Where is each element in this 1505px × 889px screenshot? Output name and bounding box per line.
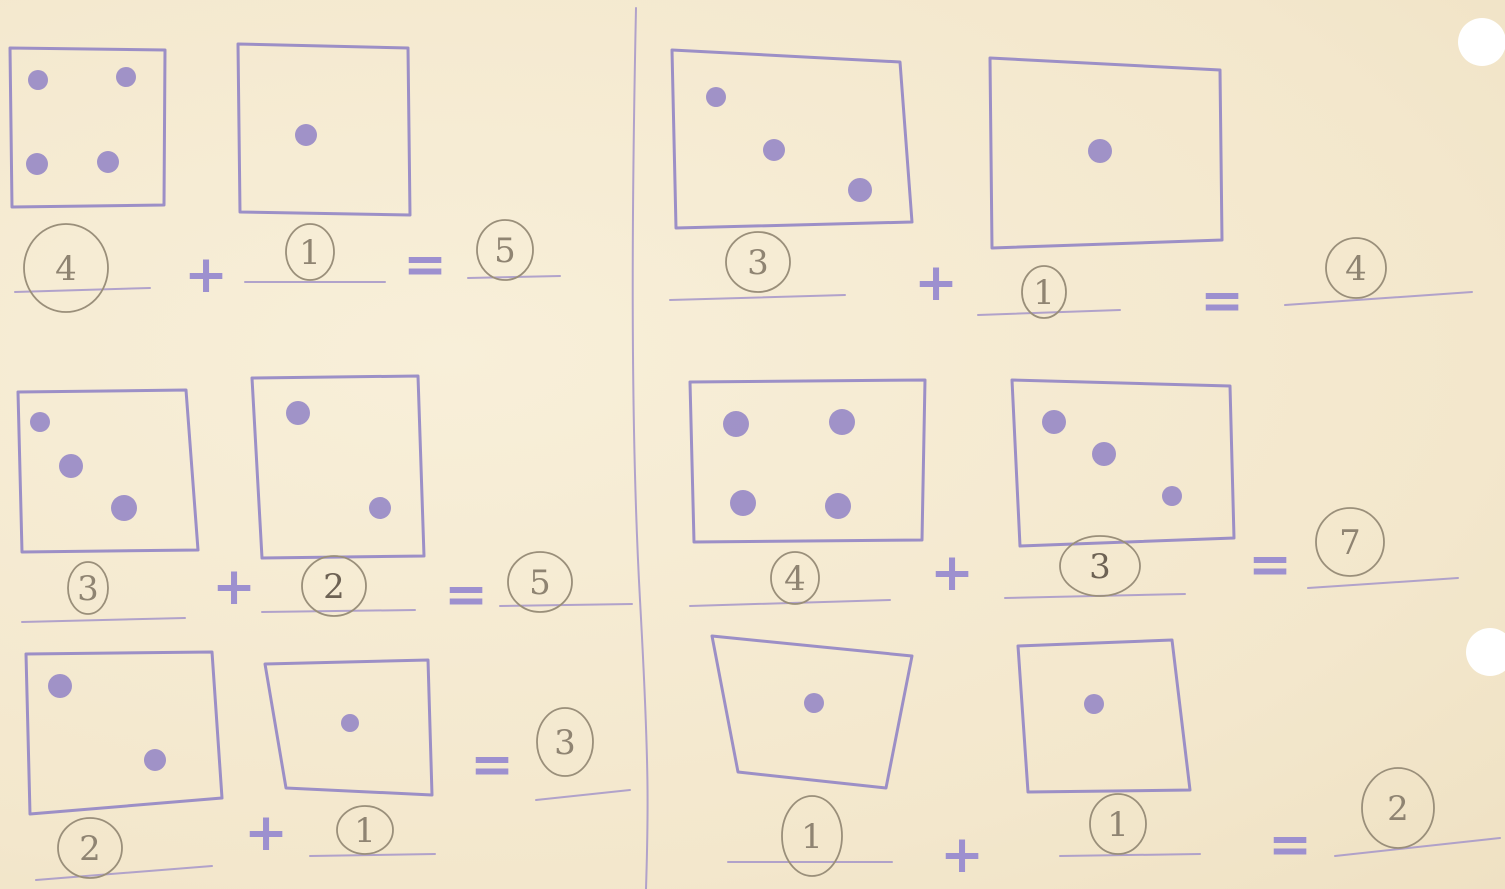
punch-hole-bottom [1466,628,1505,676]
exercise-2: 3 + 1 = 4 [670,50,1472,331]
addend-b: 1 [1107,805,1129,845]
dice-dot [28,70,48,90]
addend-a: 1 [801,817,823,857]
answer-line [1060,854,1200,856]
equals-sign: = [1248,535,1292,595]
dice-dot [730,490,756,516]
answer-line [536,790,630,800]
dice-dot [97,151,119,173]
plus-sign: + [940,825,984,885]
sum: 3 [554,723,576,763]
dice-dot [1042,410,1066,434]
dice-dot [723,411,749,437]
dice-dot [48,674,72,698]
answer-line [1308,578,1458,588]
equals-sign: = [470,735,514,795]
dice-dot [286,401,310,425]
dice-dot [804,693,824,713]
dice-dot [295,124,317,146]
sum: 5 [529,563,551,603]
equals-sign: = [444,565,488,625]
exercise-6: 1 + 1 = 2 [712,636,1500,885]
addend-a: 2 [79,829,101,869]
punch-hole-top [1458,18,1505,66]
answer-line [22,618,185,622]
dice-dot [1092,442,1116,466]
dice-box [690,380,925,542]
plus-sign: + [244,803,288,863]
dice-dot [116,67,136,87]
sum: 2 [1387,789,1409,829]
dice-dot [30,412,50,432]
addend-a: 4 [784,559,806,599]
answer-line [310,854,435,856]
answer-line [36,866,212,880]
exercise-1: 4 + 1 = 5 [10,44,560,312]
dice-dot [825,493,851,519]
addend-b: 1 [354,811,376,851]
dice-box [672,50,912,228]
exercise-5: 2 + 1 = 3 [26,652,630,880]
answer-line [1285,292,1472,305]
addend-b: 1 [299,233,321,273]
dice-box [252,376,424,558]
addend-b: 1 [1033,273,1055,313]
equals-sign: = [1200,271,1244,331]
addend-a: 3 [747,243,769,283]
dice-dot [1162,486,1182,506]
plus-sign: + [914,253,958,313]
dice-box [1018,640,1190,792]
answer-line [670,295,845,300]
answer-line [15,288,150,292]
dice-dot [144,749,166,771]
plus-sign: + [930,543,974,603]
center-divider [633,8,648,889]
addend-a: 4 [55,249,77,289]
sum: 5 [494,231,516,271]
addend-b: 2 [323,567,345,607]
addend-a: 3 [77,569,99,609]
plus-sign: + [212,557,256,617]
dice-dot [1084,694,1104,714]
exercise-3: 3 + 2 = 5 [18,376,632,625]
sum: 4 [1345,249,1367,289]
addend-b: 3 [1089,547,1111,587]
dice-dot [341,714,359,732]
dice-box [1012,380,1234,546]
equals-sign: = [1268,815,1312,875]
dice-box [238,44,410,215]
dice-dot [369,497,391,519]
dice-dot [111,495,137,521]
plus-sign: + [184,245,228,305]
dice-dot [706,87,726,107]
dice-dot [848,178,872,202]
sum: 7 [1339,523,1361,563]
dice-dot [763,139,785,161]
equals-sign: = [403,235,447,295]
exercise-4: 4 + 3 = 7 [690,380,1458,606]
dice-dot [59,454,83,478]
dice-dot [1088,139,1112,163]
dice-dot [829,409,855,435]
dice-dot [26,153,48,175]
answer-line [262,610,415,612]
